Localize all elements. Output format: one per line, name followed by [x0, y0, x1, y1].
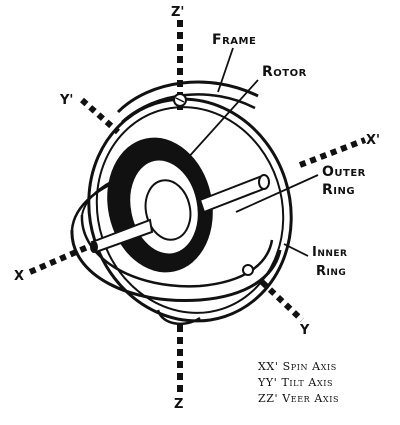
spin-axle: [90, 174, 270, 254]
outer-ring-label-line1: Outer: [322, 164, 366, 180]
leader-lines: [185, 47, 319, 257]
axis-x-label: X: [14, 269, 24, 284]
inner-ring-label-line2: Ring: [316, 264, 346, 279]
inner-ring-label-line1: Inner: [312, 245, 347, 260]
axis-legend: XX' Spin Axis YY' Tilt Axis ZZ' Veer Axi…: [257, 360, 339, 405]
axis-z-prime-label: Z': [171, 5, 184, 20]
rotor-label: Rotor: [262, 64, 307, 80]
legend-tilt-axis: YY' Tilt Axis: [257, 376, 333, 389]
legend-veer-axis: ZZ' Veer Axis: [258, 392, 339, 405]
axis-y: [80, 97, 305, 323]
axis-x: [28, 137, 367, 275]
outer-ring-label-line2: Ring: [322, 182, 355, 198]
axis-z-label: Z: [174, 397, 183, 412]
frame-label: Frame: [212, 32, 256, 48]
axis-y-label: Y: [299, 323, 310, 338]
bottom-mounts: [156, 264, 254, 326]
axis-x-prime-label: X': [366, 133, 380, 148]
axis-y-prime-label: Y': [59, 93, 73, 108]
legend-spin-axis: XX' Spin Axis: [258, 360, 337, 373]
